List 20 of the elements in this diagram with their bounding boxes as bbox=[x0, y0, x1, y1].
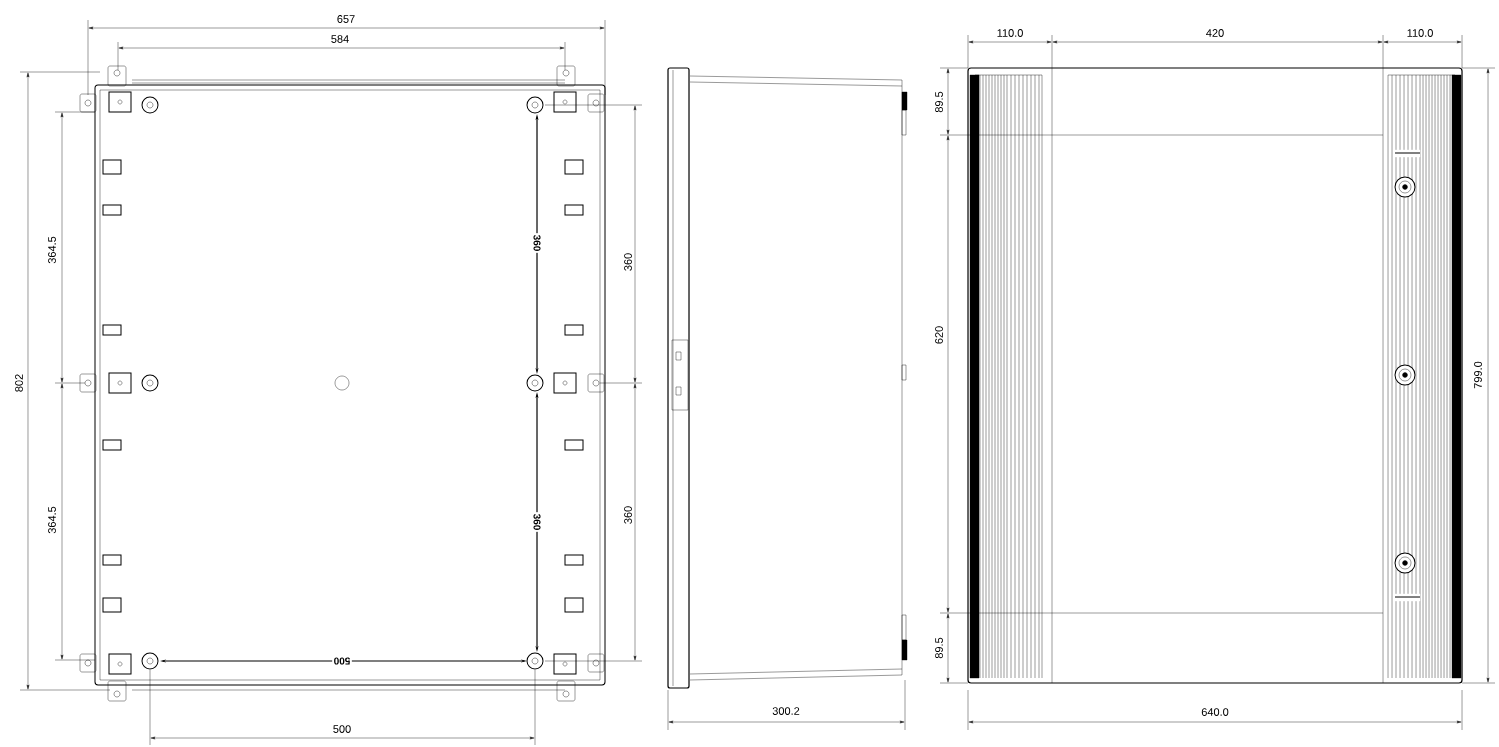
dimension-text: 360 bbox=[624, 506, 632, 524]
dimension-text: 500 bbox=[333, 725, 351, 733]
dimension-text: 360 bbox=[624, 253, 632, 271]
dimension-text: 360 bbox=[531, 233, 543, 253]
dimension-text: 500 bbox=[332, 655, 352, 667]
dimension-text: 584 bbox=[331, 35, 349, 43]
dimension-text: 360 bbox=[531, 512, 543, 532]
dimension-text: 657 bbox=[337, 15, 355, 23]
dimension-text: 89.5 bbox=[935, 91, 943, 113]
dimension-text: 89.5 bbox=[935, 637, 943, 659]
dimension-text: 799.0 bbox=[1474, 361, 1482, 389]
dimension-text: 300.2 bbox=[772, 707, 800, 715]
dimension-text: 640.0 bbox=[1201, 708, 1229, 716]
dimension-text: 420 bbox=[1206, 29, 1224, 37]
dimension-text: 110.0 bbox=[997, 29, 1023, 37]
dimension-text: 364.5 bbox=[48, 236, 56, 264]
dimension-text: 364.5 bbox=[48, 506, 56, 534]
dimension-text: 110.0 bbox=[1407, 29, 1433, 37]
dimension-text: 802 bbox=[15, 374, 23, 392]
dimension-text: 620 bbox=[935, 326, 943, 344]
